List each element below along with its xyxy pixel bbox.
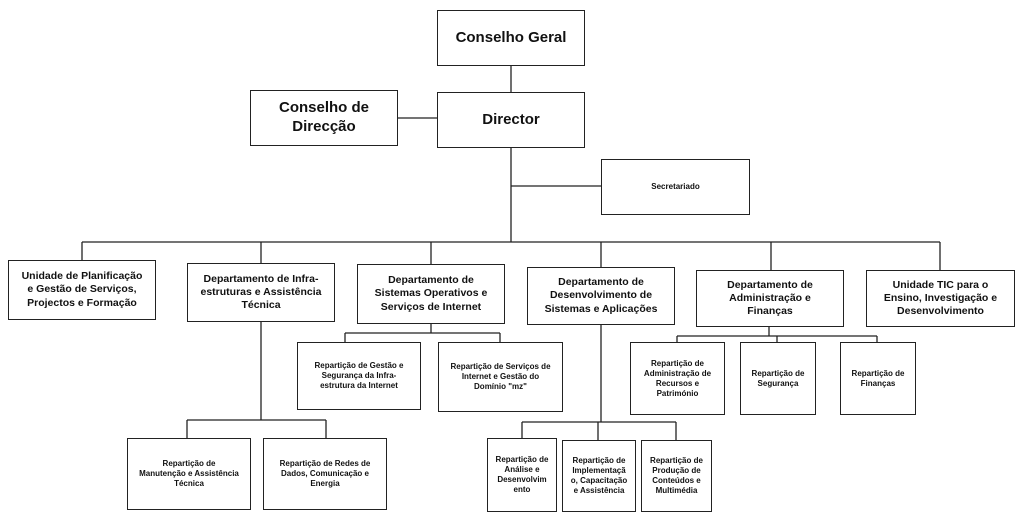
- dept-desenvolvimento-label: Departamento de Desenvolvimento de Siste…: [544, 276, 658, 315]
- secretariado-box: Secretariado: [601, 159, 750, 215]
- dept-administracao-label: Departamento de Administração e Finanças: [727, 278, 813, 318]
- reparticao-manutencao-box: Repartição de Manutenção e Assistência T…: [127, 438, 251, 510]
- reparticao-financas-box: Repartição de Finanças: [840, 342, 916, 415]
- reparticao-producao-label: Repartição de Produção de Conteúdos e Mu…: [650, 456, 703, 495]
- reparticao-analise-box: Repartição de Análise e Desenvolvim ento: [487, 438, 557, 512]
- reparticao-manutencao-label: Repartição de Manutenção e Assistência T…: [139, 459, 239, 488]
- reparticao-recursos-label: Repartição de Administração de Recursos …: [643, 358, 712, 398]
- dept-desenvolvimento-box: Departamento de Desenvolvimento de Siste…: [527, 267, 675, 325]
- dept-infraestruturas-box: Departamento de Infra- estruturas e Assi…: [187, 263, 335, 322]
- dept-administracao-box: Departamento de Administração e Finanças: [696, 270, 844, 327]
- reparticao-redes-box: Repartição de Redes de Dados, Comunicaçã…: [263, 438, 387, 510]
- reparticao-analise-label: Repartição de Análise e Desenvolvim ento: [495, 455, 549, 494]
- reparticao-implementacao-label: Repartição de Implementaçã o, Capacitaçã…: [570, 456, 628, 495]
- conselho-geral-label: Conselho Geral: [455, 28, 567, 46]
- unidade-tic-box: Unidade TIC para o Ensino, Investigação …: [866, 270, 1015, 327]
- director-label: Director: [482, 110, 540, 128]
- director-box: Director: [437, 92, 585, 148]
- reparticao-gestao-seguranca-label: Repartição de Gestão e Segurança da Infr…: [314, 361, 404, 390]
- reparticao-servicos-internet-label: Repartição de Serviços de Internet e Ges…: [450, 362, 551, 391]
- reparticao-redes-label: Repartição de Redes de Dados, Comunicaçã…: [279, 459, 371, 488]
- reparticao-gestao-seguranca-box: Repartição de Gestão e Segurança da Infr…: [297, 342, 421, 410]
- reparticao-recursos-box: Repartição de Administração de Recursos …: [630, 342, 725, 415]
- reparticao-servicos-internet-box: Repartição de Serviços de Internet e Ges…: [438, 342, 563, 412]
- conselho-geral-box: Conselho Geral: [437, 10, 585, 66]
- dept-infraestruturas-label: Departamento de Infra- estruturas e Assi…: [200, 272, 322, 312]
- dept-planificacao-box: Unidade de Planificação e Gestão de Serv…: [8, 260, 156, 320]
- secretariado-label: Secretariado: [651, 182, 700, 191]
- reparticao-producao-box: Repartição de Produção de Conteúdos e Mu…: [641, 440, 712, 512]
- dept-sistemas-operativos-label: Departamento de Sistemas Operativos e Se…: [374, 274, 488, 313]
- reparticao-financas-label: Repartição de Finanças: [851, 368, 905, 388]
- reparticao-seguranca-label: Repartição de Segurança: [751, 368, 805, 388]
- dept-planificacao-label: Unidade de Planificação e Gestão de Serv…: [21, 270, 143, 309]
- conselho-direccao-label: Conselho de Direcção: [278, 99, 369, 135]
- dept-sistemas-operativos-box: Departamento de Sistemas Operativos e Se…: [357, 264, 505, 324]
- conselho-direccao-box: Conselho de Direcção: [250, 90, 398, 146]
- reparticao-seguranca-box: Repartição de Segurança: [740, 342, 816, 415]
- reparticao-implementacao-box: Repartição de Implementaçã o, Capacitaçã…: [562, 440, 636, 512]
- unidade-tic-label: Unidade TIC para o Ensino, Investigação …: [883, 278, 998, 318]
